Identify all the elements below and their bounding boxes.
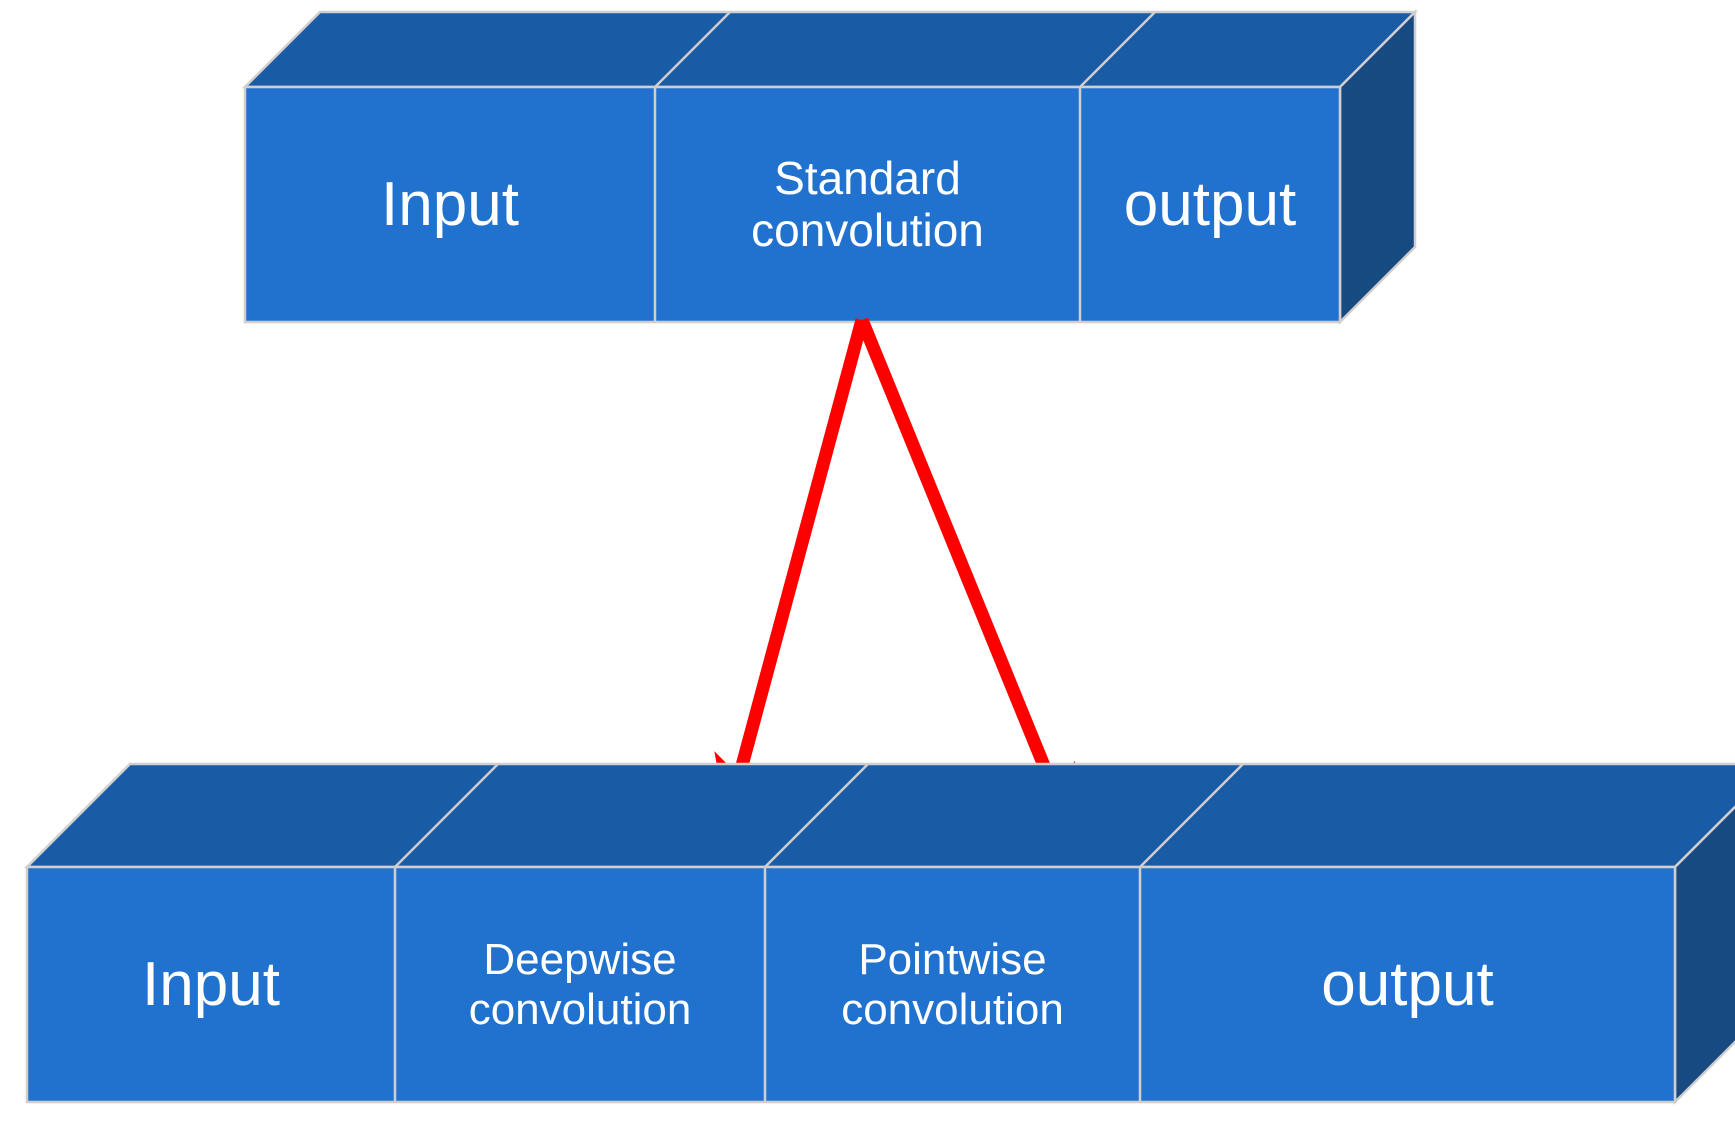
arrow-to-deepwise [714,318,869,821]
bottom-block-top-divider-1 [394,763,499,868]
bottom-block-front-face [25,865,1677,1104]
decomposition-arrows [714,317,1075,832]
bottom-block-top-face [23,762,1735,869]
arrow-to-pointwise [855,317,1075,832]
bottom-block-top-divider-2 [764,763,869,868]
top-block-top-divider-1 [654,11,731,88]
bottom-block[interactable] [23,762,1735,1106]
bottom-block-top-divider-3 [1139,763,1244,868]
top-block-front-face [243,85,1342,324]
top-block-top-divider-2 [1079,11,1156,88]
top-block-top-face [241,10,1419,89]
top-block[interactable] [241,8,1419,326]
